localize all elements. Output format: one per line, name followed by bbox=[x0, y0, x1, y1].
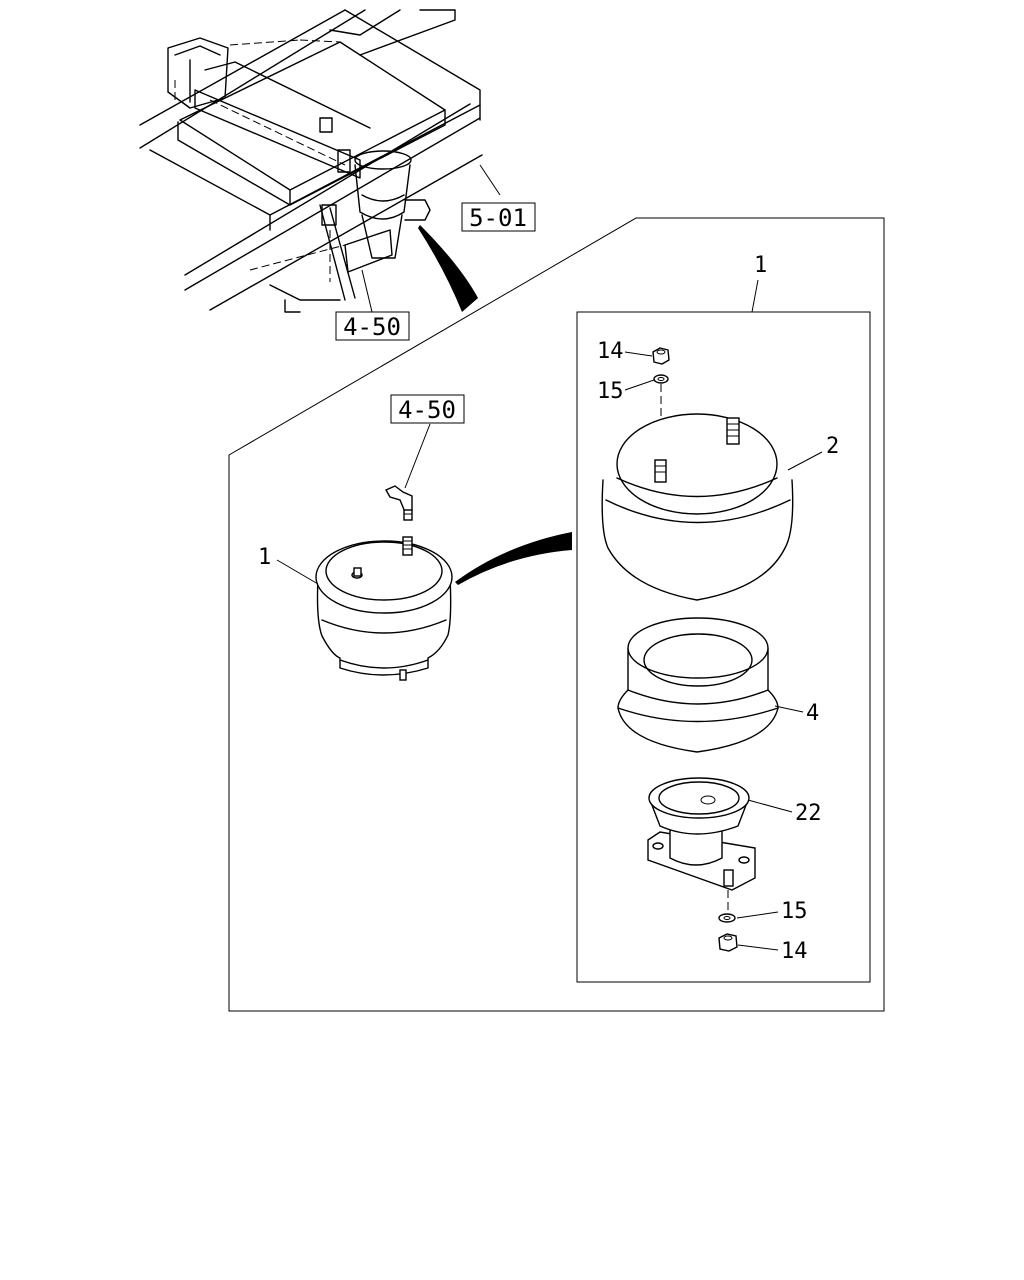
leader-line bbox=[736, 911, 779, 919]
reference-label: 4-50 bbox=[343, 313, 401, 341]
reference-box-5-01: 5-01 bbox=[461, 202, 536, 232]
reference-box-4-50-fitting: 4-50 bbox=[390, 394, 465, 424]
vehicle-frame-illustration bbox=[139, 9, 501, 313]
callout-bracket: 22 bbox=[795, 801, 822, 826]
air-bellow bbox=[601, 413, 794, 601]
detail-panel bbox=[576, 311, 871, 983]
air-fitting-elbow bbox=[385, 423, 431, 521]
leader-line bbox=[276, 559, 319, 585]
callout-air-bellow: 2 bbox=[826, 434, 839, 459]
nut-top bbox=[652, 347, 670, 365]
callout-assembly-detail: 1 bbox=[754, 253, 767, 278]
callout-piston: 4 bbox=[806, 701, 819, 726]
leader-line bbox=[787, 451, 823, 471]
leader-line bbox=[624, 379, 655, 391]
callout-washer-top: 15 bbox=[597, 379, 624, 404]
leader-line bbox=[747, 799, 793, 813]
washer-bottom bbox=[718, 913, 736, 923]
callout-washer-bottom: 15 bbox=[781, 899, 808, 924]
leader-line bbox=[751, 279, 759, 313]
reference-box-4-50-top: 4-50 bbox=[335, 311, 410, 341]
leader-line bbox=[774, 705, 804, 713]
nut-bottom bbox=[718, 933, 738, 952]
exploded-view-border bbox=[228, 217, 885, 1012]
leader-line bbox=[737, 944, 779, 951]
reference-label: 5-01 bbox=[469, 204, 527, 232]
zoom-pointer-detail bbox=[455, 532, 572, 585]
piston bbox=[617, 617, 779, 753]
callout-nut-top: 14 bbox=[597, 339, 624, 364]
zoom-pointer-top bbox=[418, 225, 478, 312]
mounting-bracket bbox=[647, 777, 756, 891]
callout-assembly-main: 1 bbox=[258, 545, 271, 570]
air-spring-assembly bbox=[315, 536, 453, 681]
leader-line bbox=[624, 351, 653, 357]
washer-top bbox=[653, 374, 669, 384]
reference-label: 4-50 bbox=[398, 396, 456, 424]
callout-nut-bottom: 14 bbox=[781, 939, 808, 964]
